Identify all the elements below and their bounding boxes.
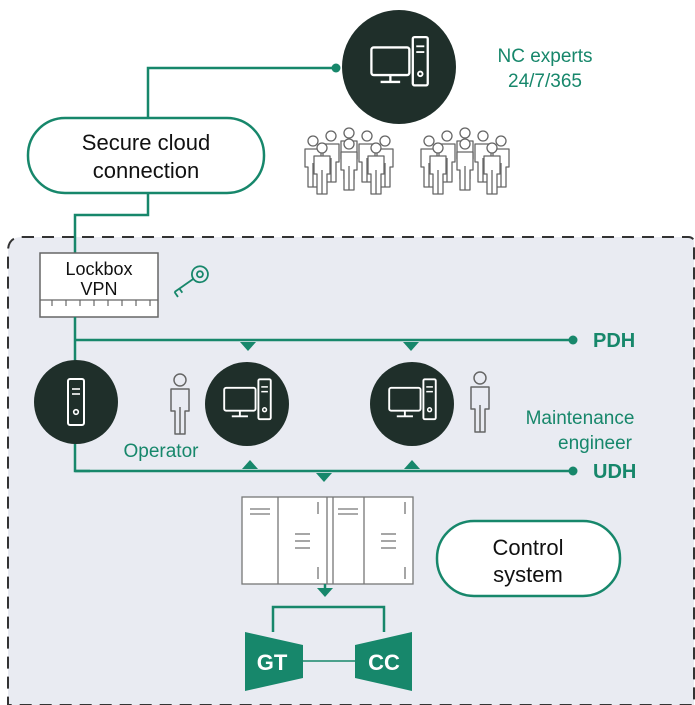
- maintenance-workstation: [370, 362, 454, 446]
- udh-bus-dot: [568, 466, 578, 476]
- operator-workstation: [205, 362, 289, 446]
- lockbox-vpn: Lockbox VPN: [39, 252, 159, 318]
- nc-experts-hours: 24/7/365: [508, 71, 582, 92]
- gt-label: GT: [257, 650, 288, 675]
- people-group-icon: [304, 127, 394, 195]
- control-system-label-2: system: [493, 562, 563, 587]
- cc-label: CC: [368, 650, 400, 675]
- control-cabinet-icon: [241, 496, 414, 585]
- maintenance-label: Maintenance: [526, 408, 635, 429]
- control-system-label: Control: [493, 535, 564, 560]
- pdh-bus-dot: [568, 335, 578, 345]
- secure-cloud-box: [26, 116, 266, 195]
- expert-link-line: [146, 66, 336, 118]
- control-system-box: [435, 519, 622, 598]
- operator-label: Operator: [124, 441, 200, 462]
- turbine-icon: CC: [355, 632, 412, 691]
- key-icon: [173, 265, 209, 298]
- lockbox-label: Lockbox: [65, 259, 132, 279]
- secure-cloud-label: Secure cloud: [82, 130, 210, 155]
- server-node: [34, 360, 118, 444]
- nc-experts-computer: [342, 10, 456, 124]
- vpn-label: VPN: [80, 279, 117, 299]
- people-group-icon: [420, 127, 510, 195]
- server-icon: [67, 378, 85, 426]
- expert-link-dot: [331, 63, 341, 73]
- cloud-to-lockbox-line: [73, 193, 150, 253]
- turbine-bracket: [271, 605, 386, 632]
- nc-experts-label: NC experts: [497, 46, 592, 67]
- udh-label: UDH: [593, 461, 636, 483]
- turbine-icon: GT: [245, 632, 303, 691]
- maintenance-label-2: engineer: [558, 433, 633, 454]
- pdh-label: PDH: [593, 330, 635, 352]
- secure-cloud-label-2: connection: [93, 158, 199, 183]
